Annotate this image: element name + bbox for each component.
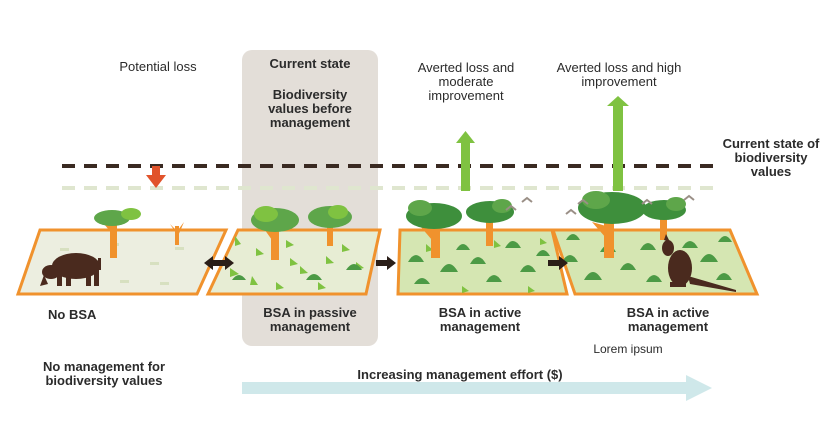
plot-label-active-moderate: BSA in active management — [438, 305, 522, 334]
tree-icon — [466, 199, 514, 246]
plot-label-active-high: BSA in active management — [626, 305, 710, 334]
tree-icon — [251, 206, 299, 260]
moderate-improvement-label: Averted loss and moderate improvement — [417, 60, 515, 103]
loss-arrow-icon — [146, 166, 166, 188]
current-state-panel — [242, 50, 378, 346]
moderate-improvement-arrow-icon — [456, 131, 475, 191]
effort-label: Increasing management effort ($) — [357, 367, 563, 382]
plot-no-bsa — [15, 228, 229, 296]
connector-arrow-right-icon — [548, 256, 568, 270]
plot-label-passive: BSA in passive management — [263, 305, 357, 334]
tree-icon — [308, 205, 352, 246]
tree-icon — [642, 197, 686, 240]
connector-arrow-left-right-icon — [204, 256, 234, 270]
birds-icon — [505, 194, 695, 215]
current-state-title: Current state — [269, 56, 351, 71]
lorem-ipsum-label: Lorem ipsum — [593, 342, 663, 356]
connector-arrow-right-icon — [376, 256, 396, 270]
no-management-label: No management for biodiversity values — [42, 359, 166, 388]
legend-current-state-label: Current state of biodiversity values — [722, 136, 820, 179]
potential-loss-label: Potential loss — [119, 59, 197, 74]
tree-icon — [406, 200, 462, 258]
effort-arrow-icon — [242, 375, 712, 401]
tree-icon — [94, 208, 141, 258]
tree-icon — [578, 191, 646, 258]
sapling-icon — [170, 222, 184, 245]
plot-label-no-bsa: No BSA — [48, 307, 97, 322]
kangaroo-icon — [662, 234, 736, 292]
cow-icon — [40, 253, 101, 286]
high-improvement-label: Averted loss and high improvement — [556, 60, 682, 89]
high-improvement-arrow-icon — [607, 96, 629, 191]
current-state-subtitle: Biodiversity values before management — [268, 87, 352, 130]
